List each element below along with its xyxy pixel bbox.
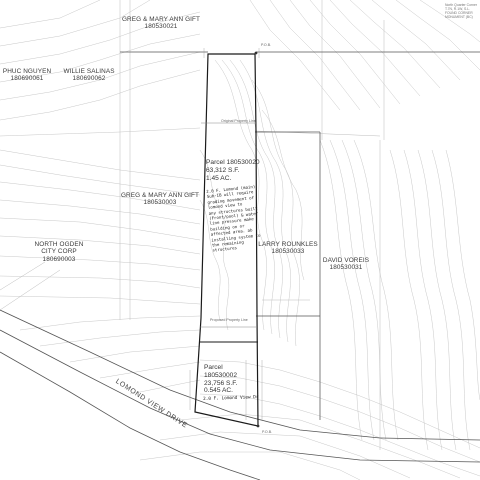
owner-label-rounkles: LARRY ROUNKLES 180530033 bbox=[258, 241, 317, 256]
pob-label-south: P.O.B. bbox=[262, 430, 273, 434]
parcel-title: Parcel bbox=[204, 364, 223, 371]
parcel-area-sf: 23,756 S.F. bbox=[204, 379, 238, 387]
parcel-label-180530020: Parcel 180530020 63,312 S.F. 1.45 AC. bbox=[206, 159, 260, 182]
proposed-property-line-label: Proposed Property Line bbox=[210, 318, 248, 322]
owner-parcel-id: 180690062 bbox=[72, 75, 106, 83]
parcel-area-sf: 63,312 S.F. bbox=[206, 166, 240, 174]
pob-markers bbox=[254, 51, 260, 428]
dimension-ticks bbox=[189, 48, 263, 420]
corner-note: North Quarter Corner T.7N, R.1W, S.L. FO… bbox=[445, 3, 477, 19]
owner-name: GREG & MARY ANN GIFT bbox=[121, 16, 201, 23]
parcel-area-ac: 0.545 AC. bbox=[204, 387, 233, 395]
neighbor-boundaries bbox=[120, 51, 480, 420]
corner-note-line: T.7N, R.1W, S.L. bbox=[444, 7, 471, 11]
property-lines bbox=[200, 122, 257, 328]
owner-label-gift-north: GREG & MARY ANN GIFT 180530021 bbox=[122, 16, 200, 31]
owner-name: LARRY ROUNKLES bbox=[258, 241, 318, 248]
owner-parcel-id: 180530031 bbox=[329, 264, 363, 272]
owner-name: PHUC NGUYEN bbox=[2, 68, 52, 75]
owner-parcel-id: 180530021 bbox=[144, 23, 178, 31]
parcel-title: Parcel 180530020 bbox=[206, 159, 260, 166]
grid-lines bbox=[0, 0, 385, 450]
owner-parcel-id: 180690061 bbox=[10, 75, 44, 83]
owner-label-gift-south: GREG & MARY ANN GIFT 180530003 bbox=[121, 192, 199, 207]
owner-name: WILLIE SALINAS bbox=[63, 68, 115, 75]
lomond-view-drive bbox=[0, 309, 480, 480]
owner-label-voreis: DAVID VOREIS 180530031 bbox=[323, 257, 369, 272]
subject-parcel-boundary bbox=[194, 53, 259, 427]
pob-label-north: P.O.B. bbox=[261, 43, 272, 47]
parcel-label-180530002: Parcel 180530002 23,756 S.F. 0.545 AC. bbox=[204, 364, 237, 395]
parcel-id: 180530002 bbox=[204, 371, 238, 379]
parcel-area-ac: 1.45 AC. bbox=[206, 174, 232, 182]
owner-label-salinas: WILLIE SALINAS 180690062 bbox=[63, 68, 114, 83]
owner-parcel-id: 180530003 bbox=[143, 199, 177, 207]
owner-label-nguyen: PHUC NGUYEN 180690061 bbox=[3, 68, 51, 83]
corner-note-line: North Quarter Corner bbox=[444, 3, 477, 7]
owner-name: NORTH OGDEN bbox=[34, 241, 84, 248]
owner-name: DAVID VOREIS bbox=[322, 257, 370, 264]
corner-note-line: MONUMENT (BC) bbox=[444, 15, 473, 19]
handwritten-note: 2.0 F. Lomond (main) Sub-IB will require… bbox=[206, 184, 262, 254]
owner-parcel-id: 180530033 bbox=[271, 248, 305, 256]
owner-name: GREG & MARY ANN GIFT bbox=[120, 192, 200, 199]
owner-name-line2: CITY CORP bbox=[41, 248, 77, 256]
corner-note-line: FOUND CORNER bbox=[444, 11, 473, 15]
original-property-line-label: Original Property Line bbox=[221, 119, 256, 123]
owner-label-north-ogden: NORTH OGDEN CITY CORP 180690003 bbox=[35, 241, 84, 263]
owner-parcel-id: 180690003 bbox=[42, 255, 76, 263]
